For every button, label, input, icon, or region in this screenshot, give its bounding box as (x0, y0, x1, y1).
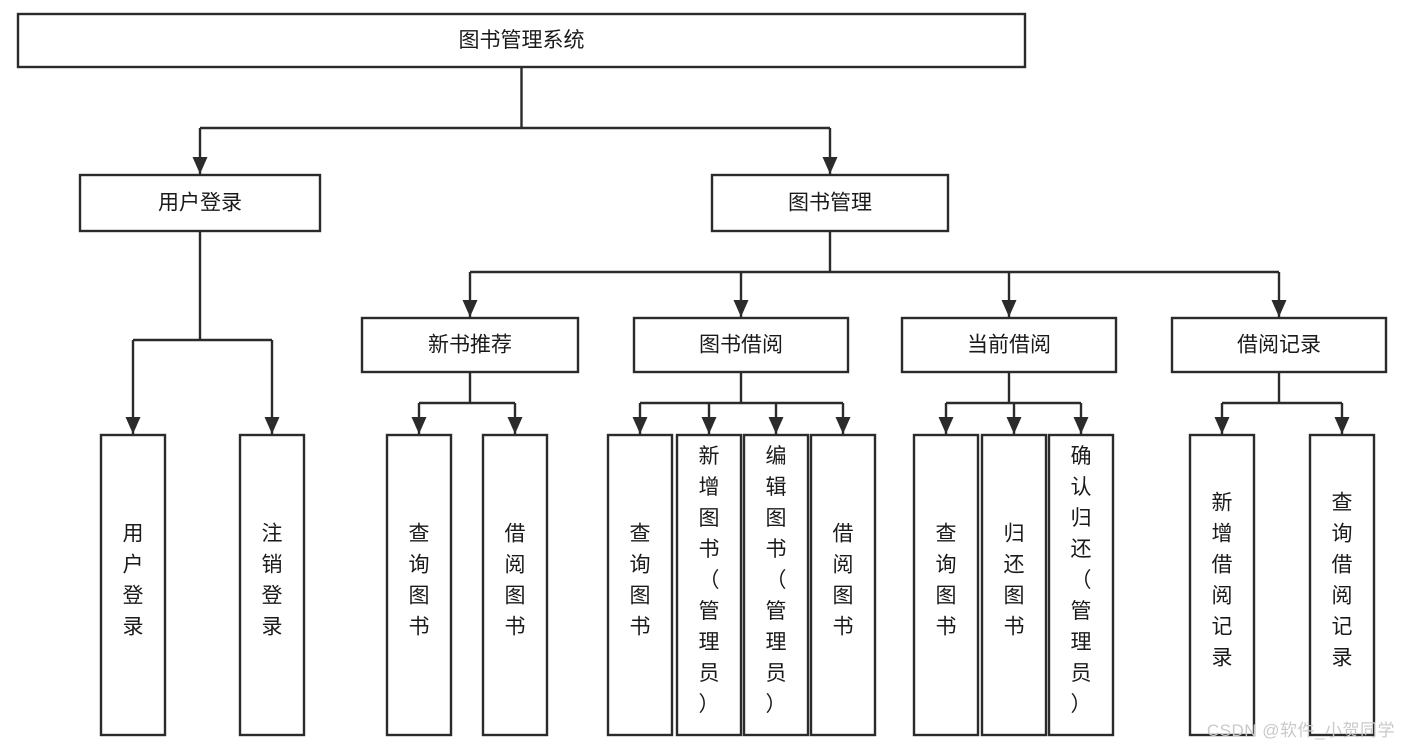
node-leaf-query-book-rec[interactable]: 查询图书 (385, 433, 453, 737)
node-current-borrow-rect (900, 316, 1118, 374)
node-leaf-query-book-borrow-label: 查询图书 (630, 523, 651, 639)
connectors-layer (125, 67, 1350, 434)
node-leaf-borrow-book-rect (809, 433, 877, 737)
node-new-book-recommend-rect (360, 316, 580, 374)
currentborrow-to-leaves-arrow-2 (1073, 417, 1089, 434)
bookborrow-to-leaves-arrow-2 (768, 417, 784, 434)
node-leaf-query-record-label: 查询借阅记录 (1332, 492, 1353, 670)
node-leaf-borrow-book[interactable]: 借阅图书 (809, 433, 877, 737)
bookborrow-to-leaves-arrow-0 (632, 417, 648, 434)
node-leaf-query-book-borrow-rect (606, 433, 674, 737)
node-current-borrow[interactable]: 当前借阅 (900, 316, 1118, 374)
bookmanage-to-level3-arrow-3 (1271, 300, 1287, 317)
node-leaf-logout-login-rect (238, 433, 306, 737)
node-leaf-user-login-label: 用户登录 (123, 523, 144, 639)
node-leaf-user-login[interactable]: 用户登录 (99, 433, 167, 737)
node-leaf-return-book-label: 归还图书 (1004, 523, 1025, 639)
node-leaf-query-book-current[interactable]: 查询图书 (912, 433, 980, 737)
node-leaf-confirm-return-label: 确认归还（管理员） (1071, 445, 1092, 716)
node-user-login-label: 用户登录 (158, 192, 242, 215)
root-to-level2-arrow-0 (192, 157, 208, 174)
node-leaf-edit-book[interactable]: 编辑图书（管理员） (742, 433, 810, 737)
node-root-system[interactable]: 图书管理系统 (16, 12, 1027, 69)
node-new-book-recommend-label: 新书推荐 (428, 334, 512, 357)
node-leaf-add-record[interactable]: 新增借阅记录 (1188, 433, 1256, 737)
node-borrow-record[interactable]: 借阅记录 (1170, 316, 1388, 374)
node-leaf-query-record[interactable]: 查询借阅记录 (1308, 433, 1376, 737)
node-current-borrow-label: 当前借阅 (967, 334, 1051, 357)
node-leaf-query-book-current-rect (912, 433, 980, 737)
borrowrecord-to-leaves-arrow-0 (1214, 417, 1230, 434)
node-leaf-confirm-return[interactable]: 确认归还（管理员） (1047, 433, 1115, 737)
node-leaf-query-book-rec-label: 查询图书 (409, 523, 430, 639)
node-leaf-borrow-book-label: 借阅图书 (833, 523, 854, 639)
node-leaf-add-book-label: 新增图书（管理员） (699, 445, 720, 716)
node-leaf-logout-login[interactable]: 注销登录 (238, 433, 306, 737)
node-borrow-record-label: 借阅记录 (1237, 334, 1321, 357)
node-leaf-logout-login-label: 注销登录 (262, 523, 283, 639)
node-book-borrow-label: 图书借阅 (699, 334, 783, 357)
node-borrow-record-rect (1170, 316, 1388, 374)
bookborrow-to-leaves-arrow-3 (835, 417, 851, 434)
node-leaf-edit-book-rect (742, 433, 810, 737)
node-leaf-add-book-rect (675, 433, 743, 737)
node-root-system-label: 图书管理系统 (459, 29, 585, 52)
currentborrow-to-leaves-arrow-0 (938, 417, 954, 434)
node-book-borrow[interactable]: 图书借阅 (632, 316, 850, 374)
node-book-manage[interactable]: 图书管理 (710, 173, 950, 233)
node-leaf-user-login-rect (99, 433, 167, 737)
borrowrecord-to-leaves-arrow-1 (1334, 417, 1350, 434)
node-leaf-query-book-borrow[interactable]: 查询图书 (606, 433, 674, 737)
node-leaf-query-book-rec-rect (385, 433, 453, 737)
node-leaf-add-record-label: 新增借阅记录 (1212, 492, 1233, 670)
node-leaf-query-book-current-label: 查询图书 (936, 523, 957, 639)
bookmanage-to-level3-arrow-2 (1001, 300, 1017, 317)
bookmanage-to-level3-arrow-0 (462, 300, 478, 317)
node-user-login[interactable]: 用户登录 (78, 173, 322, 233)
node-book-borrow-rect (632, 316, 850, 374)
userlogin-to-leaves-arrow-1 (264, 417, 280, 434)
currentborrow-to-leaves-arrow-1 (1006, 417, 1022, 434)
node-new-book-recommend[interactable]: 新书推荐 (360, 316, 580, 374)
userlogin-to-leaves-arrow-0 (125, 417, 141, 434)
node-leaf-return-book-rect (980, 433, 1048, 737)
node-root-system-rect (16, 12, 1027, 69)
node-leaf-borrow-book-rec-label: 借阅图书 (505, 523, 526, 639)
newbook-to-leaves-arrow-1 (507, 417, 523, 434)
node-leaf-query-record-rect (1308, 433, 1376, 737)
node-leaf-confirm-return-rect (1047, 433, 1115, 737)
node-leaf-edit-book-label: 编辑图书（管理员） (766, 445, 787, 716)
newbook-to-leaves-arrow-0 (411, 417, 427, 434)
node-leaf-borrow-book-rec[interactable]: 借阅图书 (481, 433, 549, 737)
node-leaf-return-book[interactable]: 归还图书 (980, 433, 1048, 737)
node-leaf-borrow-book-rec-rect (481, 433, 549, 737)
node-leaf-add-record-rect (1188, 433, 1256, 737)
node-user-login-rect (78, 173, 322, 233)
root-to-level2-arrow-1 (822, 157, 838, 174)
node-leaf-add-book[interactable]: 新增图书（管理员） (675, 433, 743, 737)
nodes-layer: 图书管理系统用户登录图书管理新书推荐图书借阅当前借阅借阅记录用户登录注销登录查询… (16, 12, 1388, 737)
bookmanage-to-level3-arrow-1 (733, 300, 749, 317)
node-book-manage-rect (710, 173, 950, 233)
bookborrow-to-leaves-arrow-1 (701, 417, 717, 434)
node-book-manage-label: 图书管理 (788, 192, 872, 215)
